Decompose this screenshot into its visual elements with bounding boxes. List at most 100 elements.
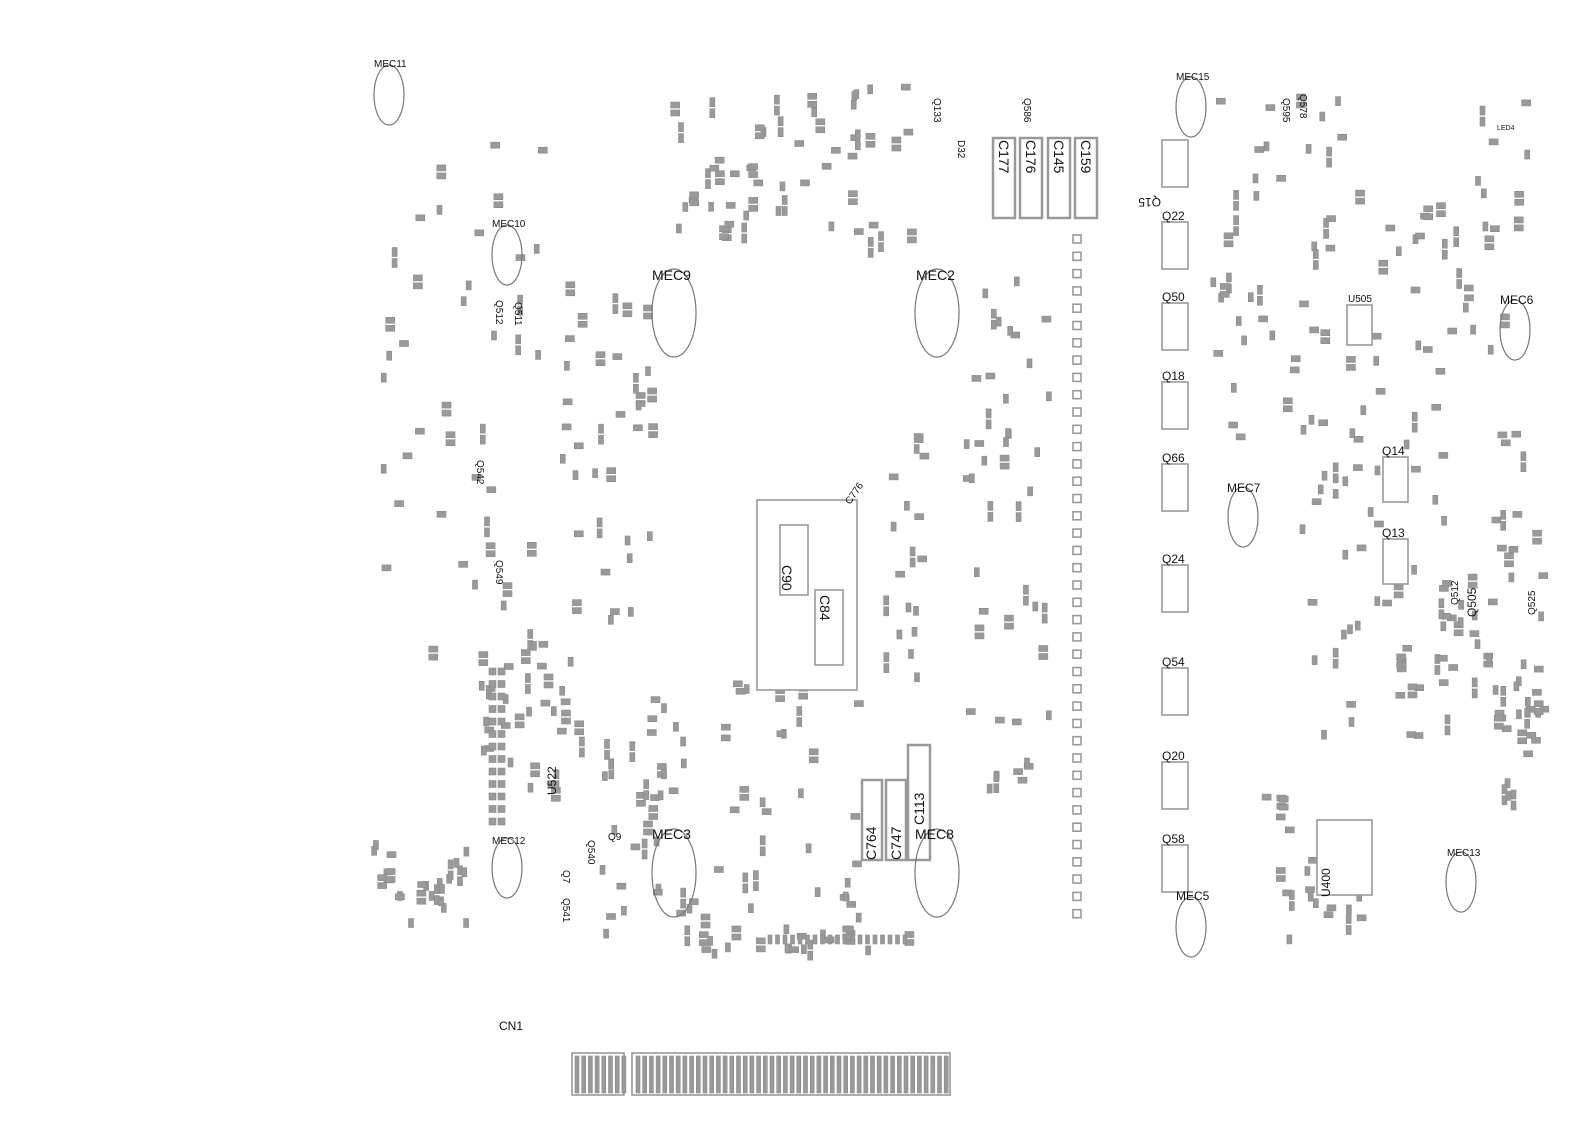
cn1-finger (896, 1055, 902, 1094)
cn1-finger (722, 1055, 728, 1094)
component-pad (1278, 795, 1289, 803)
via (1072, 614, 1082, 625)
component-pad (974, 632, 985, 640)
component-pad (608, 769, 615, 780)
component-pad (416, 897, 427, 905)
component-pad (479, 434, 486, 445)
component-pad (1538, 572, 1549, 579)
component-pad (1360, 405, 1367, 415)
label-q586: Q586 (1021, 98, 1032, 123)
component-pad (850, 934, 855, 945)
component-pad (781, 206, 788, 216)
component-pad (1500, 520, 1506, 531)
component-pad (1323, 911, 1334, 919)
test-pad (497, 730, 506, 738)
component-pad (1026, 358, 1033, 369)
mec11-hole (373, 64, 405, 126)
component-pad (1326, 157, 1332, 168)
component-pad (564, 360, 570, 371)
cn1-finger (675, 1055, 681, 1094)
component-pad (1223, 232, 1234, 240)
label-q549: Q549 (493, 560, 504, 585)
component-pad (909, 546, 916, 557)
component-pad (867, 237, 874, 247)
component-pad (657, 763, 667, 770)
component-pad (1235, 433, 1246, 441)
component-pad (1038, 645, 1049, 652)
component-pad (394, 500, 404, 507)
component-pad (808, 756, 819, 764)
test-pad (488, 805, 497, 813)
component-pad (1494, 722, 1504, 730)
component-pad (812, 934, 818, 945)
component-pad (622, 302, 633, 310)
via (1072, 286, 1082, 296)
component-pad (1396, 246, 1402, 256)
cn1-finger (910, 1055, 916, 1094)
component-pad (705, 168, 711, 178)
component-pad (630, 843, 641, 851)
component-pad (1453, 629, 1464, 637)
component-pad (377, 874, 388, 881)
component-pad (854, 129, 861, 140)
component-pad (438, 896, 444, 907)
c747-body (884, 778, 908, 862)
component-pad (1254, 146, 1264, 153)
component-pad (846, 901, 857, 908)
component-pad (1220, 291, 1230, 298)
component-pad (502, 582, 513, 589)
component-pad (1335, 96, 1341, 106)
component-pad (550, 706, 557, 716)
component-pad (1501, 784, 1508, 795)
component-pad (1349, 428, 1356, 439)
label-q15: Q15 (1138, 195, 1161, 209)
component-pad (1355, 189, 1365, 197)
component-pad (865, 141, 876, 148)
component-pad (493, 193, 504, 200)
component-pad (615, 411, 626, 418)
cn1-finger (923, 1055, 929, 1094)
label-c159: C159 (1078, 140, 1094, 174)
component-pad (1023, 584, 1029, 595)
component-pad (1223, 240, 1234, 248)
test-pad (488, 755, 497, 763)
component-pad (680, 898, 687, 909)
component-pad (865, 934, 870, 945)
component-pad (990, 319, 997, 330)
component-pad (1447, 327, 1457, 335)
component-pad (963, 439, 970, 449)
component-pad (907, 236, 917, 244)
test-pad (488, 667, 497, 676)
component-pad (1517, 729, 1527, 737)
component-pad (595, 359, 606, 367)
component-pad (559, 453, 566, 464)
component-pad (391, 258, 398, 268)
via (1072, 735, 1082, 746)
component-pad (700, 913, 711, 921)
component-pad (520, 649, 531, 656)
test-pad (488, 717, 497, 726)
component-pad (1216, 97, 1226, 105)
test-pad (497, 680, 506, 688)
label-q66: Q66 (1162, 451, 1185, 465)
cn1-finger (649, 1055, 654, 1094)
component-pad (385, 324, 396, 332)
component-pad (853, 228, 864, 235)
component-pad (914, 672, 920, 683)
component-pad (1290, 355, 1301, 363)
test-pad (497, 742, 506, 751)
component-pad (537, 146, 548, 154)
component-pad (1345, 914, 1352, 924)
via (1072, 476, 1082, 487)
component-pad (1356, 544, 1367, 552)
component-pad (507, 757, 514, 768)
component-pad (1346, 701, 1356, 708)
component-pad (657, 790, 664, 801)
component-pad (606, 467, 617, 475)
label-c145: C145 (1051, 140, 1067, 174)
component-pad (540, 699, 551, 707)
cn1-finger (682, 1055, 688, 1094)
mec7-hole (1227, 486, 1259, 548)
component-pad (731, 925, 742, 933)
component-pad (1525, 696, 1531, 707)
